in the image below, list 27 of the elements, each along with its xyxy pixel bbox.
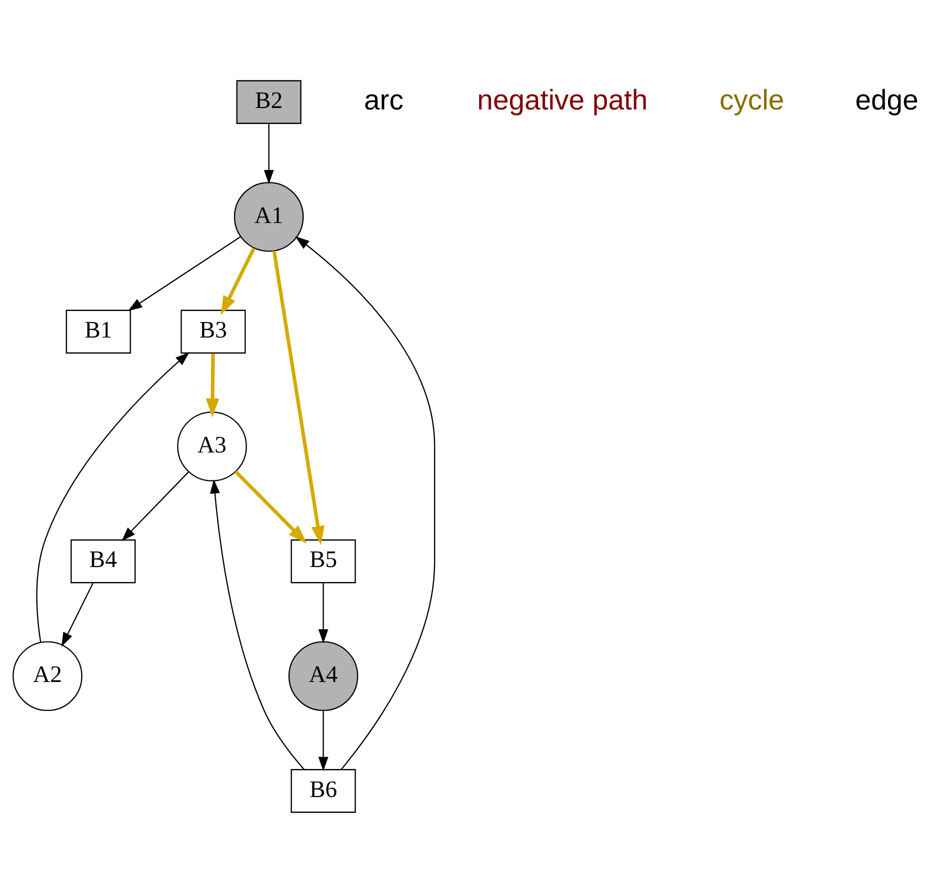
arrow bbox=[210, 478, 305, 770]
arrow bbox=[206, 352, 220, 417]
node-circle: A4 bbox=[288, 640, 358, 711]
arrow bbox=[318, 582, 328, 643]
node-box: B3 bbox=[180, 309, 246, 354]
node-circle: A3 bbox=[177, 411, 247, 481]
arrow bbox=[128, 236, 242, 310]
label: edge bbox=[855, 84, 918, 116]
node-box: B4 bbox=[70, 538, 136, 583]
node-circle: A1 bbox=[234, 181, 304, 252]
arrow bbox=[36, 352, 190, 642]
arrow bbox=[295, 236, 436, 770]
label: cycle bbox=[719, 84, 784, 116]
label: arc bbox=[364, 84, 404, 116]
node-circle: A2 bbox=[12, 640, 82, 711]
arrow bbox=[272, 250, 324, 545]
arrow bbox=[264, 123, 274, 184]
node-box: B6 bbox=[290, 768, 356, 812]
arrow bbox=[318, 710, 328, 771]
node-box: B2 bbox=[236, 80, 302, 124]
arrow bbox=[234, 470, 307, 544]
arrow bbox=[121, 471, 189, 541]
arrow bbox=[61, 582, 94, 646]
label: negative path bbox=[477, 84, 648, 116]
arrow bbox=[220, 246, 256, 315]
node-box: B1 bbox=[66, 309, 131, 354]
node-box: B5 bbox=[290, 538, 356, 583]
